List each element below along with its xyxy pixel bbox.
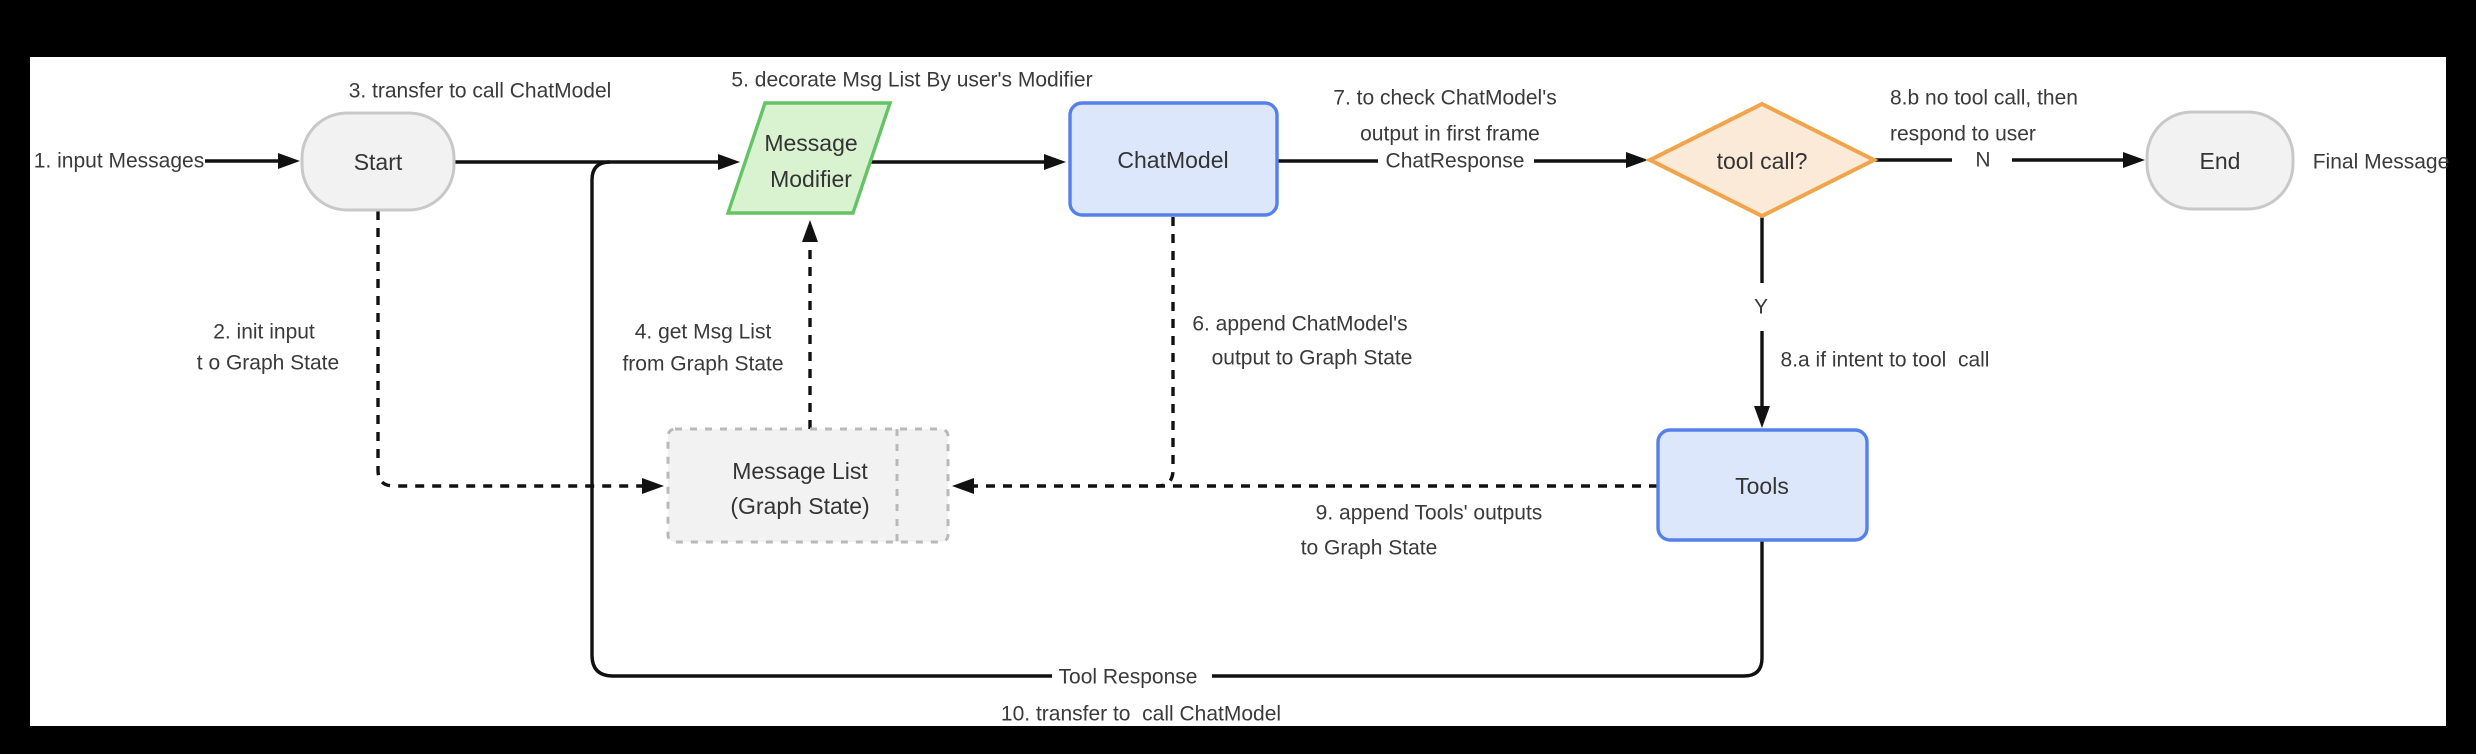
label-intent-tool: 8.a if intent to tool call (1781, 349, 1990, 372)
label-tool-response: Tool Response (1059, 666, 1198, 689)
label-n: N (1975, 149, 1990, 172)
start-node-label: Start (354, 149, 403, 175)
message-list-label-line2: (Graph State) (730, 493, 869, 519)
edge-tools-loop-right (1212, 540, 1764, 678)
arrowhead-into-end (2123, 152, 2145, 168)
label-append-tools-line1: 9. append Tools' outputs (1316, 502, 1543, 525)
label-init-input-line2: t o Graph State (197, 352, 339, 375)
edges (205, 152, 2145, 678)
edge-labels: 1. input Messages 2. init input t o Grap… (34, 69, 2450, 726)
label-chat-response: ChatResponse (1386, 150, 1525, 173)
label-decorate: 5. decorate Msg List By user's Modifier (731, 69, 1092, 92)
label-init-input-line1: 2. init input (213, 321, 315, 344)
arrowhead-into-chatmodel (1044, 154, 1066, 170)
arrowhead-into-start (278, 153, 300, 169)
edge-tools-loop-left (590, 160, 1052, 678)
label-no-tool-line2: respond to user (1890, 123, 2036, 146)
label-check-line2: output in first frame (1360, 123, 1540, 146)
tool-call-decision-node (1645, 101, 1879, 219)
label-get-msg-line1: 4. get Msg List (635, 321, 772, 344)
tools-node (1656, 428, 1869, 542)
end-node-label: End (2200, 148, 2241, 174)
message-modifier-label-line1: Message (764, 130, 857, 156)
label-y: Y (1754, 296, 1768, 319)
label-no-tool-line1: 8.b no tool call, then (1890, 87, 2078, 110)
label-append-model-line2: output to Graph State (1212, 347, 1413, 370)
end-node (2145, 110, 2295, 211)
nodes: Start Message Modifier ChatModel tool ca… (300, 101, 2295, 544)
label-append-tools-line2: to Graph State (1301, 537, 1438, 560)
label-final-message: Final Message (2313, 151, 2450, 174)
chatmodel-node-label: ChatModel (1117, 147, 1228, 173)
message-modifier-node (725, 101, 893, 215)
arrowhead-into-state-right (952, 478, 974, 494)
label-check-line1: 7. to check ChatModel's (1333, 87, 1556, 110)
arrowhead-into-modifier (718, 154, 740, 170)
message-list-label-line1: Message List (732, 458, 868, 484)
label-input-messages: 1. input Messages (34, 150, 204, 173)
label-get-msg-line2: from Graph State (622, 353, 783, 376)
tool-call-decision-label: tool call? (1717, 148, 1808, 174)
label-append-model-line1: 6. append ChatModel's (1192, 313, 1407, 336)
arrowhead-into-state-left (642, 478, 664, 494)
arrowhead-into-decision (1626, 152, 1648, 168)
arrowhead-into-modifier-bottom (802, 220, 818, 242)
label-transfer-call: 3. transfer to call ChatModel (349, 80, 612, 103)
message-list-state-node (666, 427, 950, 544)
tools-node-label: Tools (1735, 473, 1789, 499)
edge-start-to-state-dashed (376, 211, 642, 488)
arrowhead-into-tools (1754, 406, 1770, 428)
start-node (300, 111, 456, 212)
label-transfer-back: 10. transfer to call ChatModel (1001, 703, 1281, 726)
message-modifier-label-line2: Modifier (770, 166, 852, 192)
chatmodel-node (1068, 101, 1279, 217)
